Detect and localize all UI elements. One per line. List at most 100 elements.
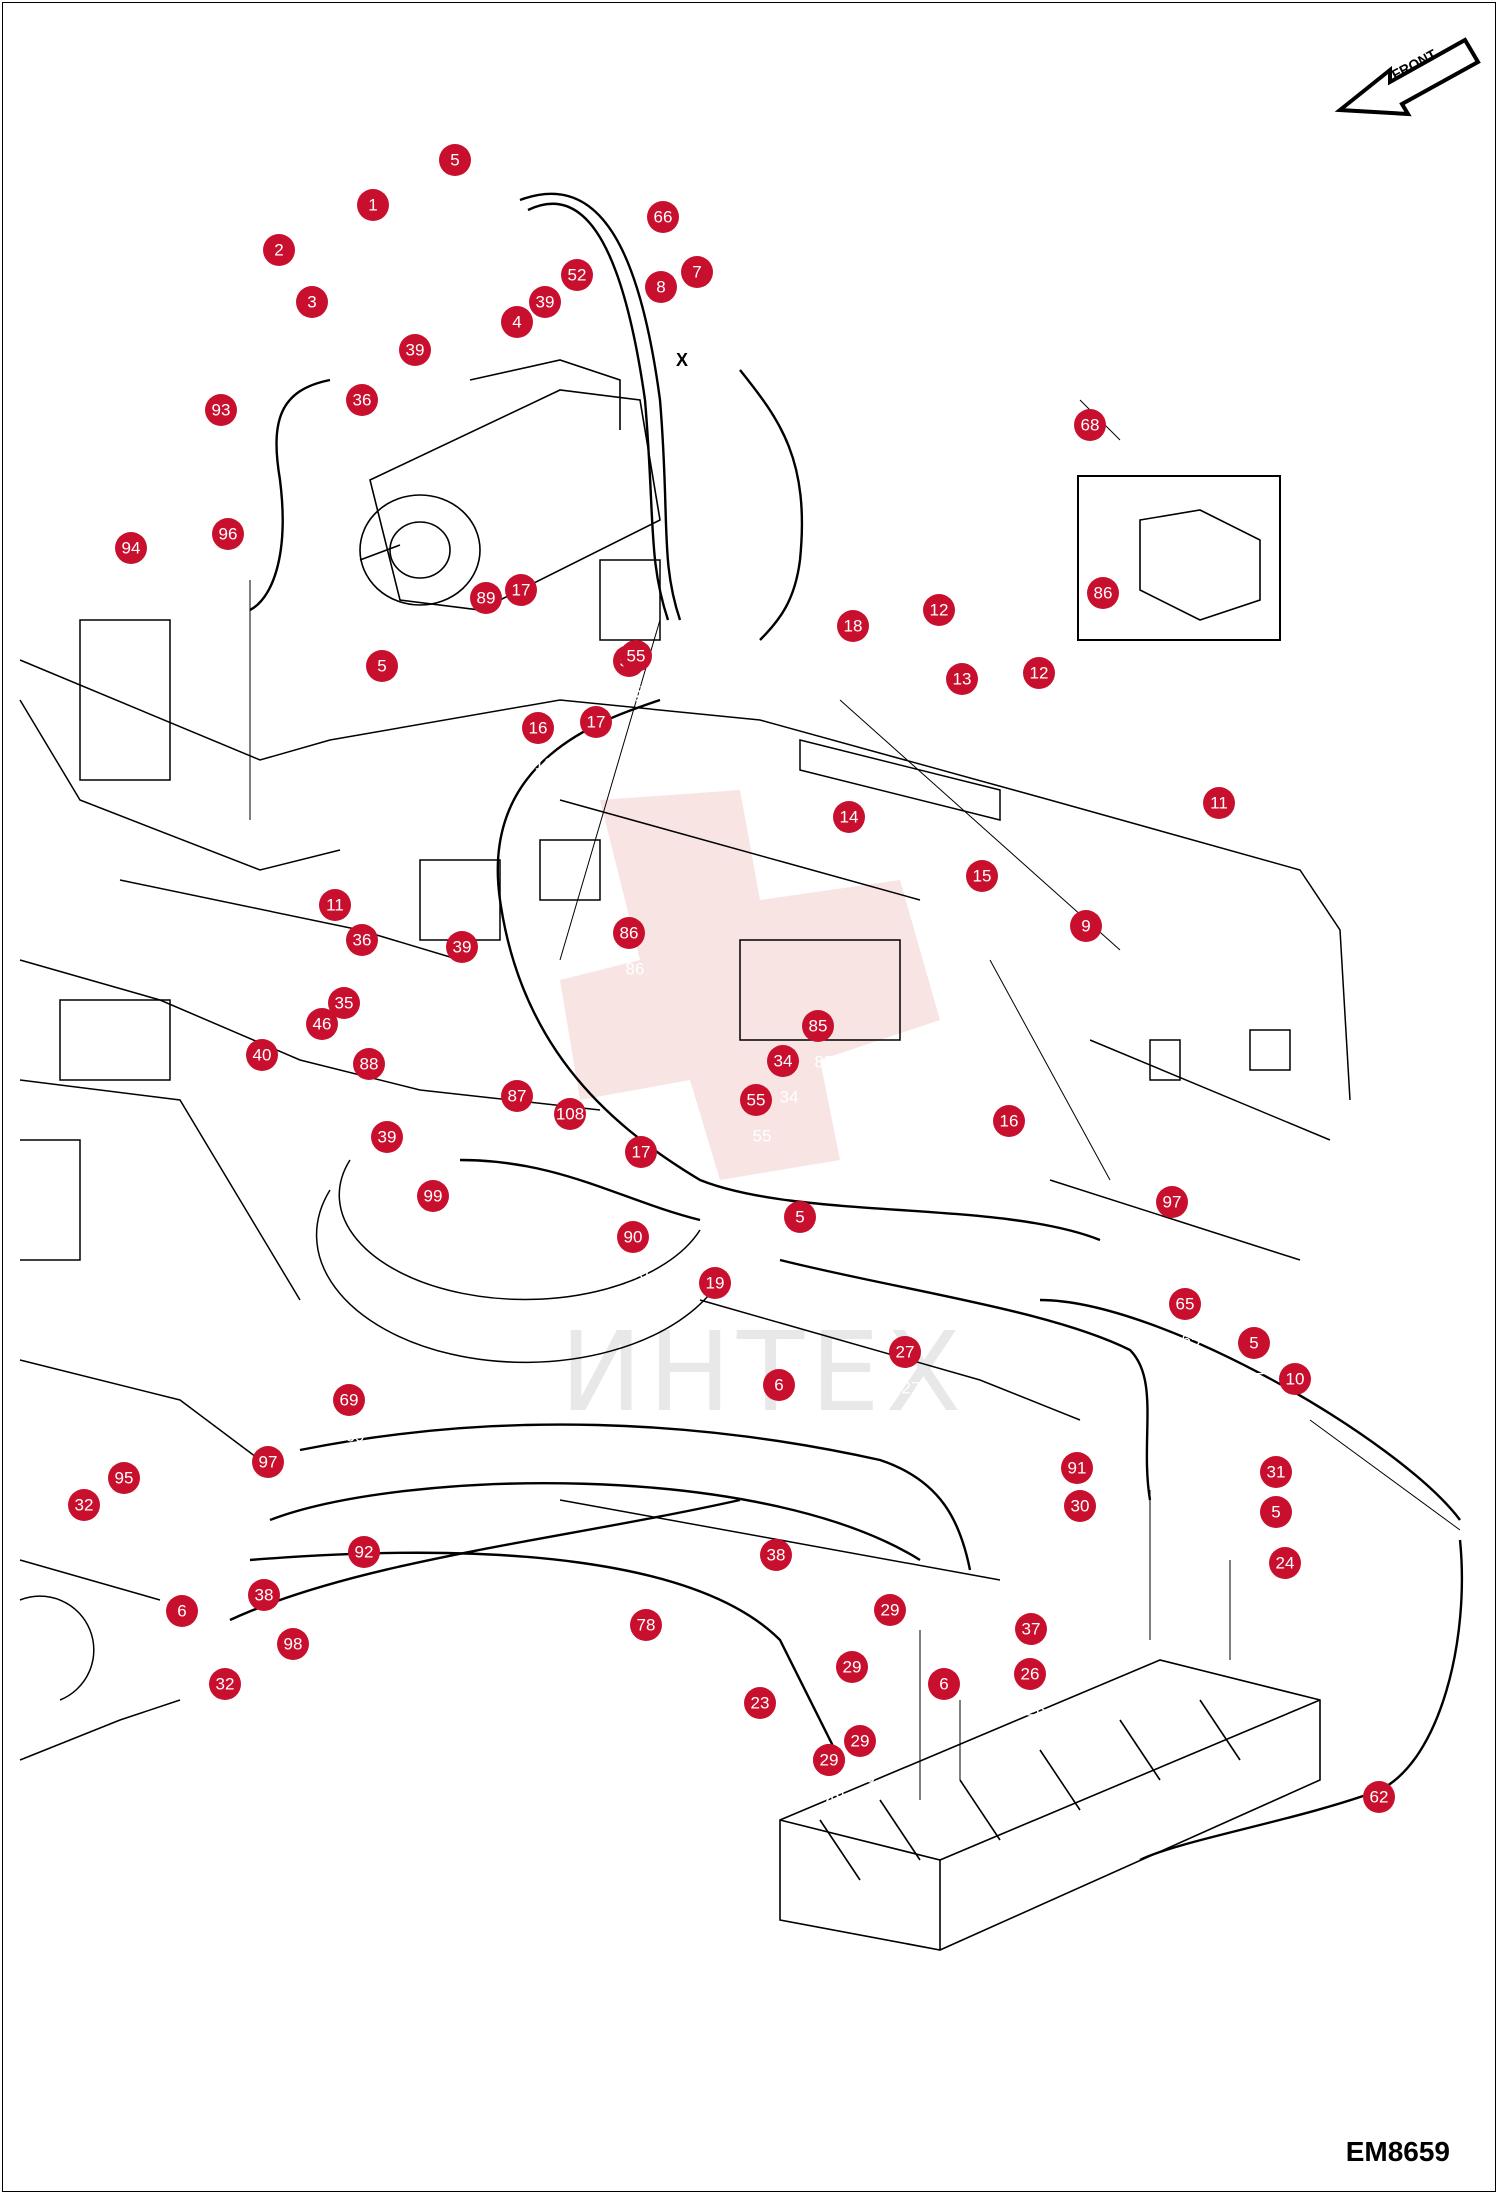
part-number-label: 97 bbox=[1169, 1229, 1188, 1248]
part-number-label: 6 bbox=[780, 1412, 789, 1431]
callout-marker bbox=[1260, 1456, 1292, 1488]
callout-number: 34 bbox=[774, 1052, 793, 1071]
callout-number: 16 bbox=[1000, 1112, 1019, 1131]
callout-number: 97 bbox=[259, 1453, 278, 1472]
part-number-label: 29 bbox=[857, 1768, 876, 1787]
callout-marker bbox=[1070, 910, 1102, 942]
part-number-label: 62 bbox=[1376, 1824, 1395, 1843]
callout-number: 86 bbox=[1094, 584, 1113, 603]
part-number-label: 2 bbox=[280, 277, 289, 296]
part-number-label: 66 bbox=[660, 244, 679, 263]
callout-number: 1 bbox=[368, 196, 377, 215]
callout-number: 36 bbox=[353, 391, 372, 410]
callout-number: 5 bbox=[450, 151, 459, 170]
callout-number: 10 bbox=[1286, 1370, 1305, 1389]
callout-number: 30 bbox=[1071, 1497, 1090, 1516]
callout-marker bbox=[647, 201, 679, 233]
callout-number: 29 bbox=[851, 1732, 870, 1751]
callout-marker bbox=[248, 1579, 280, 1611]
callout-number: 8 bbox=[656, 278, 665, 297]
callout-marker bbox=[205, 394, 237, 426]
part-number-label: 94 bbox=[128, 575, 147, 594]
callout-number: 68 bbox=[1081, 416, 1100, 435]
callout-number: 37 bbox=[1022, 1620, 1041, 1639]
callout-number: 87 bbox=[508, 1087, 527, 1106]
callout-marker bbox=[802, 1010, 834, 1042]
callout-99: 99 99 bbox=[417, 1180, 449, 1242]
callout-marker bbox=[366, 650, 398, 682]
part-number-label: 24 bbox=[1282, 1590, 1301, 1609]
callout-6: 66 bbox=[928, 1668, 960, 1730]
callout-marker bbox=[1269, 1547, 1301, 1579]
callout-marker bbox=[439, 144, 471, 176]
callout-marker bbox=[1203, 787, 1235, 819]
callout-number: 108 bbox=[556, 1105, 584, 1124]
callout-marker bbox=[554, 1098, 586, 1130]
callout-number: 97 bbox=[1163, 1193, 1182, 1212]
part-number-label: 34 bbox=[780, 1088, 799, 1107]
callout-number: 19 bbox=[706, 1274, 725, 1293]
callout-number: 11 bbox=[326, 896, 344, 915]
callout-number: 6 bbox=[939, 1675, 948, 1694]
callout-number: 11 bbox=[1210, 794, 1228, 813]
callout-marker bbox=[212, 518, 244, 550]
part-number-label: 32 bbox=[81, 1532, 100, 1551]
callout-marker bbox=[1279, 1363, 1311, 1395]
part-number-label: 6 bbox=[945, 1711, 954, 1730]
callout-number: 14 bbox=[840, 808, 859, 827]
part-number-label: 99 bbox=[430, 1223, 449, 1242]
part-number-label: 26 bbox=[1027, 1701, 1046, 1720]
part-number-label: 55 bbox=[633, 683, 652, 702]
part-number-label: 23 bbox=[757, 1730, 776, 1749]
part-number-label: 5 bbox=[456, 187, 465, 206]
callout-marker bbox=[1015, 1613, 1047, 1645]
callout-68: 68 68 bbox=[1074, 409, 1106, 471]
callout-number: 32 bbox=[216, 1675, 235, 1694]
watermark-logo bbox=[560, 790, 940, 1180]
x-marker: X bbox=[676, 350, 688, 370]
callout-marker bbox=[580, 706, 612, 738]
part-number-label: 97 bbox=[265, 1489, 284, 1508]
callout-number: 39 bbox=[378, 1128, 397, 1147]
callout-number: 39 bbox=[406, 341, 425, 360]
callout-5: 55 bbox=[439, 144, 471, 206]
callout-5: 55 bbox=[1238, 1327, 1270, 1389]
callout-marker bbox=[446, 931, 478, 963]
part-number-label: 12 bbox=[1036, 700, 1055, 719]
callout-marker bbox=[561, 259, 593, 291]
part-number-label: 78 bbox=[643, 1652, 662, 1671]
callout-number: 99 bbox=[424, 1187, 443, 1206]
part-number-label: 5 bbox=[1255, 1370, 1264, 1389]
callout-number: 2 bbox=[274, 241, 283, 260]
callout-marker bbox=[277, 1628, 309, 1660]
callout-marker bbox=[209, 1668, 241, 1700]
part-number-label: 9 bbox=[1087, 953, 1096, 972]
part-number-label: 68 bbox=[1087, 452, 1106, 471]
callout-number: 27 bbox=[896, 1343, 915, 1362]
callout-marker bbox=[166, 1595, 198, 1627]
callout-number: 98 bbox=[284, 1635, 303, 1654]
part-number-label: 96 bbox=[225, 561, 244, 580]
leader-lines bbox=[249, 399, 1461, 1800]
callout-number: 38 bbox=[255, 1586, 274, 1605]
callout-marker bbox=[763, 1369, 795, 1401]
callout-11: 11 11 bbox=[319, 889, 351, 951]
callout-number: 91 bbox=[1068, 1459, 1087, 1478]
callout-marker bbox=[630, 1609, 662, 1641]
part-number-label: 11 bbox=[332, 932, 350, 951]
callout-number: 12 bbox=[930, 601, 949, 620]
callout-marker bbox=[699, 1267, 731, 1299]
callout-marker bbox=[928, 1668, 960, 1700]
